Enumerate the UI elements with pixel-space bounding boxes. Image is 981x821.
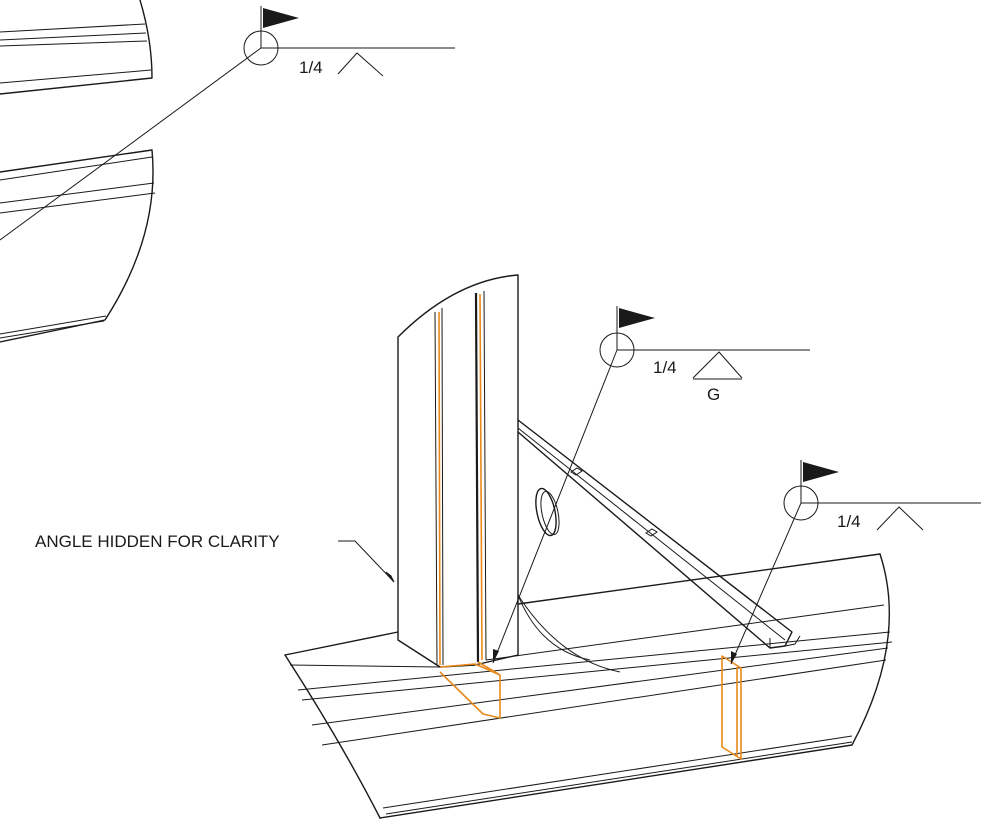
weld-symbol-middle: 1/4 G: [492, 306, 810, 664]
weld-symbol-right: 1/4: [730, 460, 981, 665]
arrowhead-icon: [493, 649, 499, 663]
callout-leader: [338, 540, 395, 583]
vertical-stiffener-plate: [397, 274, 519, 668]
field-weld-flag-icon: [263, 8, 299, 28]
arrow-leader: [492, 349, 618, 664]
arrow-leader: [0, 47, 262, 241]
weld-size: 1/4: [653, 358, 677, 377]
callout-arrowhead: [385, 571, 395, 583]
weld-zone-left: [439, 661, 501, 719]
slot-upper: [570, 467, 583, 476]
weld-line-plate-right: [479, 293, 483, 661]
upper-left-partial-beam: [0, 0, 153, 95]
weld-symbol-top: 1/4: [0, 6, 455, 241]
gusset-web: [517, 432, 621, 673]
slot-lower: [645, 528, 658, 537]
weld-size: 1/4: [837, 512, 861, 531]
weld-size: 1/4: [299, 58, 323, 77]
arrow-leader: [730, 502, 802, 665]
weld-contour: G: [707, 385, 720, 404]
field-weld-flag-icon: [619, 308, 655, 328]
main-beam: [284, 553, 893, 819]
weld-line-plate-left: [438, 311, 441, 666]
callout-text: ANGLE HIDDEN FOR CLARITY: [35, 532, 280, 551]
fillet-weld-icon: [337, 52, 384, 77]
fillet-weld-icon: [692, 351, 743, 379]
diagonal-brace: [517, 419, 801, 649]
arrowhead-icon: [731, 651, 737, 664]
angle-hidden-callout: ANGLE HIDDEN FOR CLARITY: [35, 532, 395, 583]
weld-zone-right: [721, 655, 742, 760]
access-hole: [535, 487, 557, 537]
field-weld-flag-icon: [803, 462, 839, 482]
left-partial-beam: [0, 149, 156, 343]
fillet-weld-icon: [876, 506, 924, 531]
